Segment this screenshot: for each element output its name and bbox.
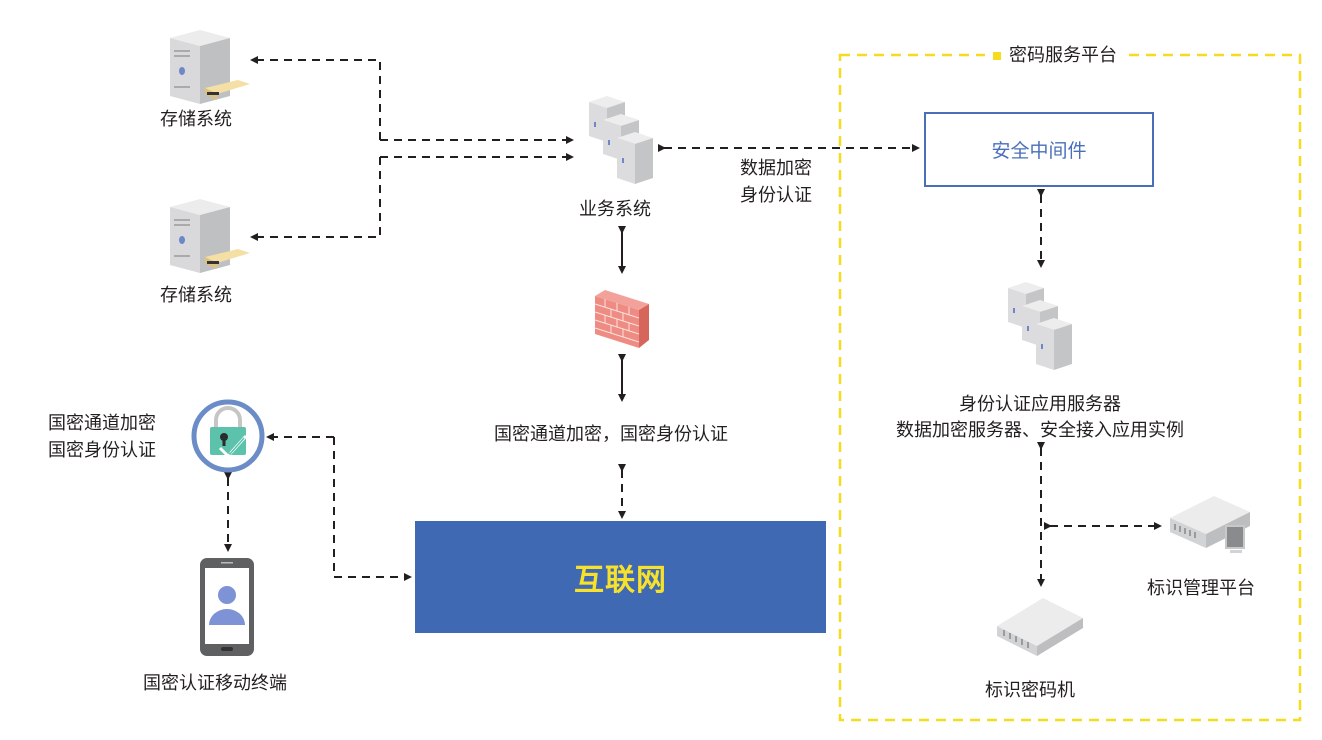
business-link-label-1: 数据加密 <box>740 158 812 179</box>
server-cluster-icon <box>1008 282 1072 370</box>
app-servers-label-2: 数据加密服务器、安全接入应用实例 <box>896 420 1184 441</box>
crypto-platform-title: 密码服务平台 <box>985 44 1125 68</box>
connector-storage1-business <box>250 56 381 140</box>
server-cluster-icon <box>589 96 653 184</box>
id-crypto-machine[interactable] <box>995 596 1085 658</box>
internet-block[interactable]: 互联网 <box>415 521 826 633</box>
lock-label-2: 国密身份认证 <box>48 440 156 461</box>
app-server-cluster[interactable] <box>1004 278 1076 378</box>
lock-label-1: 国密通道加密 <box>48 413 156 434</box>
internet-label: 互联网 <box>574 563 667 598</box>
storage-system-1-label: 存储系统 <box>160 109 232 130</box>
channel-label: 国密通道加密，国密身份认证 <box>494 424 728 445</box>
platform-marker-icon <box>993 52 1001 60</box>
storage-server-icon <box>170 30 250 104</box>
id-management-platform[interactable] <box>1168 494 1254 558</box>
storage-system-2-label: 存储系统 <box>160 285 232 306</box>
security-middleware[interactable]: 安全中间件 <box>924 112 1154 187</box>
connector-storage2-business <box>250 157 381 241</box>
storage-server-icon <box>170 199 250 273</box>
id-crypto-machine-label: 标识密码机 <box>985 680 1075 701</box>
firewall[interactable] <box>593 290 649 348</box>
mobile-phone-icon <box>200 558 254 656</box>
crypto-machine-icon <box>997 598 1083 656</box>
mobile-terminal[interactable] <box>199 557 255 657</box>
security-lock[interactable] <box>190 398 266 474</box>
storage-system-2[interactable] <box>160 197 250 277</box>
security-middleware-label: 安全中间件 <box>991 140 1087 162</box>
connector-lock-internet <box>333 437 412 581</box>
business-system[interactable] <box>585 92 657 192</box>
storage-system-1[interactable] <box>160 28 250 108</box>
business-link-label-2: 身份认证 <box>740 185 812 206</box>
mobile-terminal-label: 国密认证移动终端 <box>143 673 287 694</box>
lock-shield-icon <box>191 399 265 473</box>
id-management-label: 标识管理平台 <box>1147 578 1255 599</box>
firewall-icon <box>594 290 649 348</box>
crypto-platform-title-text: 密码服务平台 <box>1009 45 1117 66</box>
management-server-icon <box>1170 496 1250 553</box>
app-servers-label-1: 身份认证应用服务器 <box>959 394 1121 415</box>
business-system-label: 业务系统 <box>579 199 651 220</box>
